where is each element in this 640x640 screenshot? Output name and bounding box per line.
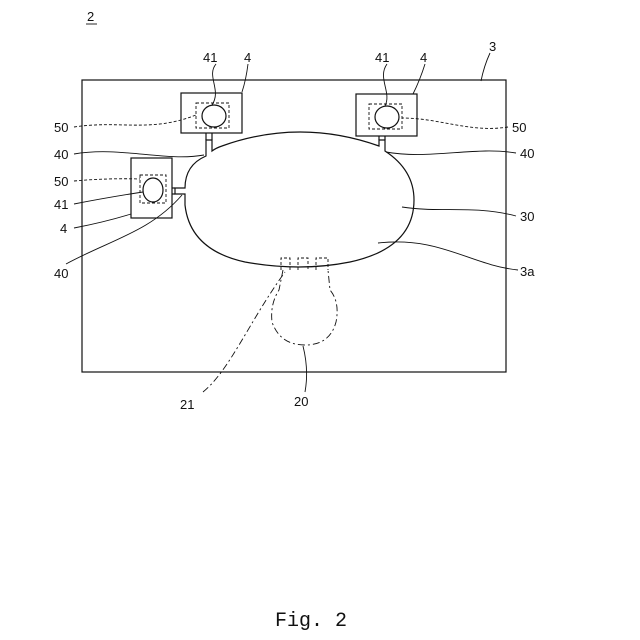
label-component-pins: 21 [180,397,194,412]
leader-bump-top-right [383,64,387,106]
label-cavity-edge: 3a [520,264,535,279]
leader-component [303,346,307,392]
bump-left [143,178,163,202]
label-lead-top-left: 40 [54,147,68,162]
label-cavity: 30 [520,209,534,224]
leader-zone-top-left [74,115,196,127]
component-pin-3 [316,258,328,270]
label-zone-top-left: 50 [54,120,68,135]
leader-zone-top-right [402,118,508,128]
label-zone-left: 50 [54,174,68,189]
zone-top-right [369,104,402,129]
label-bump-top-left: 41 [203,50,217,65]
label-lead-left: 40 [54,266,68,281]
substrate-outline [82,80,506,372]
component-outline [272,270,338,345]
label-bump-left: 41 [54,197,68,212]
cavity-outline [175,132,414,267]
zone-left [140,175,166,203]
label-pad-left: 4 [60,221,67,236]
leader-lead-top-left [74,152,204,157]
label-pad-top-right: 4 [420,50,427,65]
pad-left [131,158,172,218]
component-pin-2 [298,258,308,270]
component-pin-1 [281,258,290,270]
figure-caption: Fig. 2 [275,610,347,633]
label-substrate: 3 [489,39,496,54]
leader-pad-top-left [242,64,248,92]
label-bump-top-right: 41 [375,50,389,65]
label-pad-top-left: 4 [244,50,251,65]
leader-component-pins [203,272,285,392]
leader-pad-top-right [413,64,425,94]
leader-cavity-edge [378,242,518,270]
label-zone-top-right: 50 [512,120,526,135]
zone-top-left [196,103,229,128]
leader-lead-left [66,195,182,264]
leader-lead-top-right [386,151,516,155]
bump-top-left [202,105,226,127]
label-component: 20 [294,394,308,409]
leader-substrate [481,53,490,81]
leader-bump-left [74,192,143,204]
assembly-label: 2 [87,9,94,24]
leader-zone-left [74,179,140,181]
bump-top-right [375,106,399,128]
leader-bump-top-left [212,64,216,105]
label-lead-top-right: 40 [520,146,534,161]
leader-cavity [402,207,516,216]
